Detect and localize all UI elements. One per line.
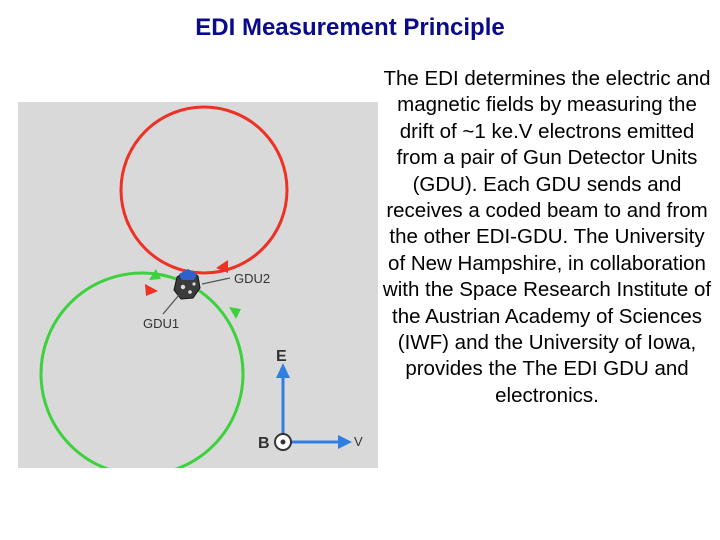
red-electron-orbit xyxy=(119,105,289,275)
b-field-out-of-page-icon xyxy=(274,433,292,451)
gdu2-label: GDU2 xyxy=(234,271,270,286)
spacecraft-icon xyxy=(173,269,201,300)
green-orbit-arrow-icon xyxy=(149,269,161,280)
red-orbit-arrow-icon xyxy=(216,260,228,273)
gdu1-label: GDU1 xyxy=(143,316,179,331)
e-field-arrow-icon xyxy=(276,363,290,378)
b-field-label: B xyxy=(258,435,270,452)
edi-diagram-svg: GDU2 GDU1 E V B xyxy=(18,102,378,468)
e-field-label: E xyxy=(276,348,287,365)
green-electron-orbit xyxy=(39,271,245,468)
gdu1-pointer-line xyxy=(162,294,180,315)
red-orbit-arrow-icon xyxy=(145,284,158,296)
edi-diagram: GDU2 GDU1 E V B xyxy=(18,102,378,468)
green-orbit-arrow-icon xyxy=(229,307,241,319)
velocity-label: V xyxy=(354,434,363,449)
velocity-arrow-icon xyxy=(338,435,352,449)
description-text: The EDI determines the electric and magn… xyxy=(382,67,712,407)
gdu2-pointer-line xyxy=(201,277,231,285)
slide-title: EDI Measurement Principle xyxy=(195,14,505,41)
